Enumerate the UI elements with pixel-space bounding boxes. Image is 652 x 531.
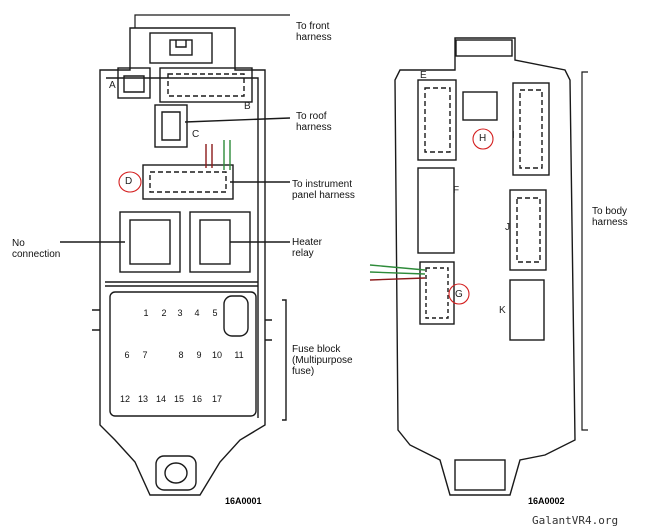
fuse-number: 13 (137, 394, 148, 404)
highlight-circle-g (448, 283, 470, 305)
fuse-number: 17 (211, 394, 222, 404)
label-to-roof-harness: To roof harness (296, 111, 332, 133)
label-heater-relay: Heater relay (292, 237, 323, 259)
connector-letter-f: F (453, 185, 460, 196)
label-fuse-block: Fuse block (Multipurpose fuse) (292, 344, 353, 377)
label-no-connection: No connection (12, 238, 61, 260)
label-to-body-harness: To body harness (592, 206, 628, 228)
connector-letter-b: B (244, 101, 251, 112)
connector-letter-h: H (479, 133, 487, 144)
fuse-number: 10 (211, 350, 222, 360)
highlight-circle-h (472, 128, 494, 150)
fuse-number: 4 (194, 308, 200, 318)
fuse-number: 14 (155, 394, 166, 404)
part-code-right: 16A0002 (528, 496, 565, 506)
connector-letter-d: D (125, 176, 133, 187)
part-code-left: 16A0001 (225, 496, 262, 506)
connector-letter-j: J (505, 222, 510, 233)
label-to-instrument-panel-harness: To instrument panel harness (292, 179, 355, 201)
fuse-number: 1 (143, 308, 149, 318)
connector-letter-c: C (192, 129, 200, 140)
connector-letter-g: G (455, 289, 463, 300)
fuse-number: 3 (177, 308, 183, 318)
watermark: GalantVR4.org (532, 514, 619, 527)
fuse-number: 9 (196, 350, 202, 360)
fuse-number: 6 (124, 350, 130, 360)
fuse-number: 7 (142, 350, 148, 360)
fuse-number: 12 (119, 394, 130, 404)
connector-letter-a: A (109, 80, 116, 91)
connector-letter-e: E (420, 70, 427, 81)
fuse-number: 11 (234, 350, 244, 360)
left-fuse-box (60, 14, 291, 496)
connector-letter-k: K (499, 305, 506, 316)
fuse-number: 8 (178, 350, 184, 360)
fuse-number: 2 (161, 308, 167, 318)
fuse-number: 5 (212, 308, 218, 318)
fuse-number: 15 (173, 394, 184, 404)
fuse-number: 16 (191, 394, 202, 404)
right-fuse-box (369, 37, 588, 496)
highlight-circle-d (118, 171, 142, 193)
label-to-front-harness: To front harness (296, 21, 332, 43)
connector-letter-i: I (512, 130, 515, 141)
